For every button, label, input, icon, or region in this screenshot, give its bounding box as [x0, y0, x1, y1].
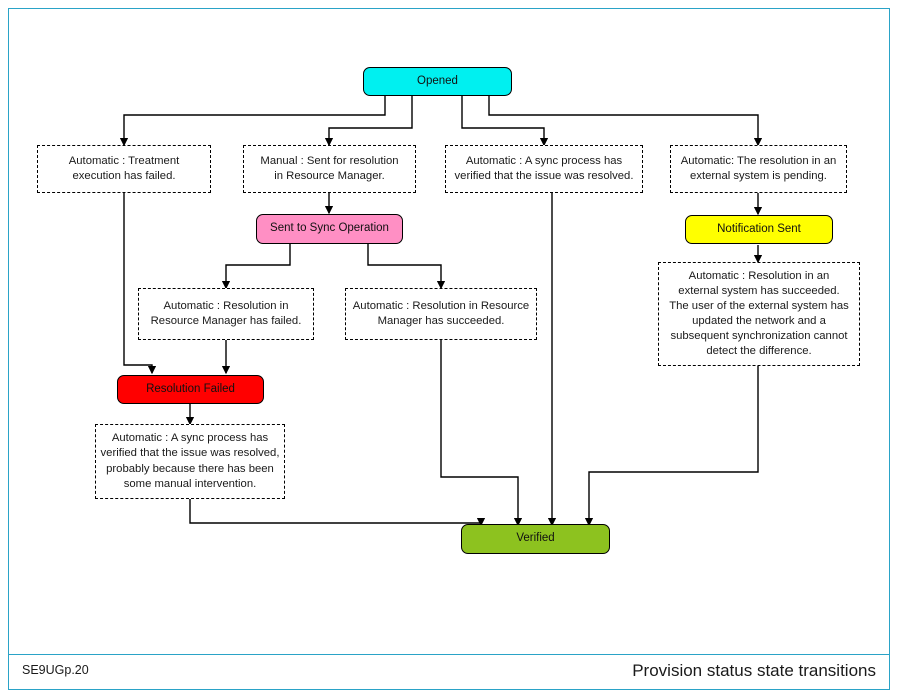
- transition-line: subsequent synchronization cannot: [670, 330, 848, 343]
- transition-line: Automatic : Resolution in Resource: [352, 299, 530, 312]
- transition-label-sync-verified-issue-resolved: Automatic : A sync process has verified …: [445, 145, 643, 193]
- edge-t6-to-verified: [440, 340, 523, 527]
- edge-t1-to-resolution-failed: [123, 193, 157, 375]
- transition-line: external system is pending.: [690, 170, 827, 182]
- state-sent-to-sync-operation-label: Sent to Sync Operation: [270, 222, 389, 235]
- transition-line: some manual intervention.: [123, 477, 257, 490]
- transition-label-treatment-failed: Automatic : Treatment execution has fail…: [37, 145, 211, 193]
- state-sent-to-sync-operation[interactable]: Sent to Sync Operation: [256, 214, 403, 244]
- state-verified-label: Verified: [516, 532, 555, 545]
- transition-line: detect the difference.: [706, 345, 812, 358]
- footer-divider: [9, 654, 889, 655]
- page-border: [8, 8, 890, 690]
- edge-t8-to-verified: [189, 499, 486, 527]
- transition-label-resource-manager-failed: Automatic : Resolution in Resource Manag…: [138, 288, 314, 340]
- transition-line: execution has failed.: [72, 170, 176, 182]
- transition-line: Manager has succeeded.: [377, 315, 505, 327]
- transition-line: Resource Manager has failed.: [150, 315, 302, 327]
- transition-line: external system has succeeded.: [678, 284, 840, 297]
- transition-line: The user of the external system has: [669, 299, 849, 312]
- edge-sync-to-t5: [221, 244, 291, 290]
- transition-line: Automatic : Resolution in an: [688, 269, 830, 282]
- transition-line: Automatic : Treatment: [68, 154, 180, 167]
- transition-line: Automatic : A sync process has: [111, 432, 269, 445]
- transition-line: Automatic : Resolution in: [163, 299, 289, 312]
- state-notification-sent-label: Notification Sent: [717, 222, 801, 235]
- transition-line: Manual : Sent for resolution: [260, 154, 399, 167]
- state-opened[interactable]: Opened: [363, 67, 512, 96]
- state-resolution-failed-label: Resolution Failed: [146, 382, 235, 395]
- transition-line: updated the network and a: [692, 315, 826, 327]
- transition-line: Automatic : A sync process has: [465, 154, 623, 167]
- transition-line: in Resource Manager.: [274, 170, 385, 182]
- transition-line: verified that the issue was resolved.: [454, 170, 634, 182]
- edge-opened-to-t2: [324, 95, 413, 147]
- transition-label-resource-manager-succeeded: Automatic : Resolution in Resource Manag…: [345, 288, 537, 340]
- edge-t7-to-verified: [584, 366, 759, 527]
- state-verified[interactable]: Verified: [461, 524, 610, 554]
- edge-opened-to-t4: [488, 95, 763, 147]
- state-opened-label: Opened: [417, 74, 458, 87]
- edge-sync-to-t6: [367, 244, 446, 290]
- edge-opened-to-t3: [461, 95, 549, 147]
- footer-code: SE9UGp.20: [22, 663, 89, 677]
- state-resolution-failed[interactable]: Resolution Failed: [117, 375, 264, 404]
- transition-label-manual-intervention: Automatic : A sync process has verified …: [95, 424, 285, 499]
- transition-line: verified that the issue was resolved,: [100, 447, 280, 460]
- edge-opened-to-t1: [119, 95, 386, 147]
- transition-label-manual-sent-for-resolution: Manual : Sent for resolution in Resource…: [243, 145, 416, 193]
- transition-label-external-resolution-pending: Automatic: The resolution in an external…: [670, 145, 847, 193]
- transition-label-external-system-succeeded: Automatic : Resolution in an external sy…: [658, 262, 860, 366]
- diagram-title: Provision status state transitions: [632, 661, 876, 680]
- transition-line: probably because there has been: [106, 462, 274, 475]
- state-notification-sent[interactable]: Notification Sent: [685, 215, 833, 244]
- transition-line: Automatic: The resolution in an: [680, 154, 837, 167]
